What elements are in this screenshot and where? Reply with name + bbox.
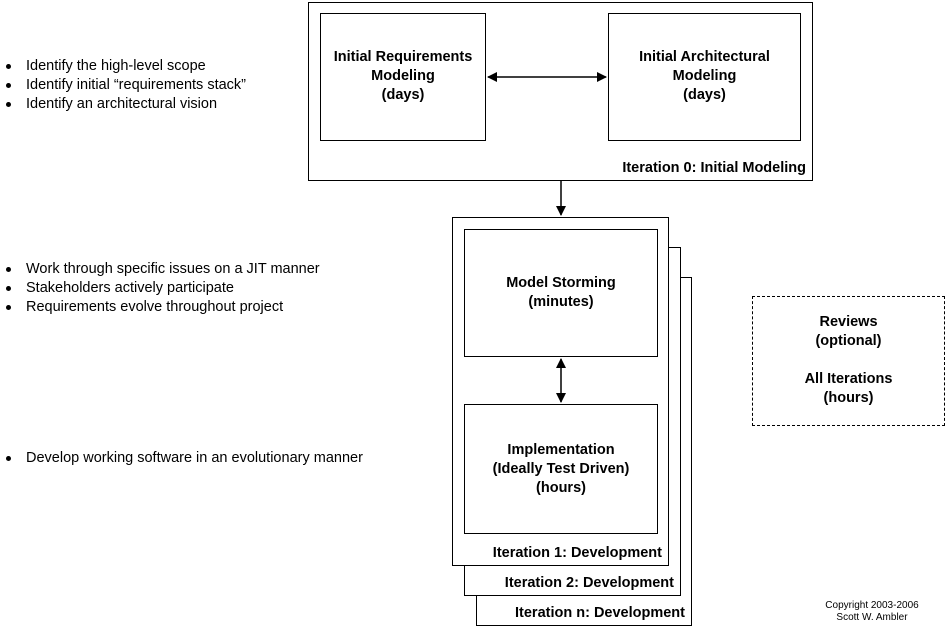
requirements-modeling-label: Initial Requirements Modeling (days) <box>333 49 473 103</box>
bullet-item: Stakeholders actively participate <box>6 279 320 298</box>
bullet-item: Identify initial “requirements stack” <box>6 76 246 95</box>
bullet-item: Work through specific issues on a JIT ma… <box>6 260 320 279</box>
iteration1-caption: Iteration 1: Development <box>492 545 662 561</box>
copyright-note: Copyright 2003-2006 Scott W. Ambler <box>825 600 919 623</box>
implementation-box: Implementation (Ideally Test Driven) (ho… <box>464 404 658 534</box>
bullet-item: Requirements evolve throughout project <box>6 298 320 317</box>
model-storming-box: Model Storming (minutes) <box>464 229 658 357</box>
iteration0-caption: Iteration 0: Initial Modeling <box>622 160 806 176</box>
bullets-implementation: Develop working software in an evolution… <box>6 449 363 468</box>
bullet-item: Identify an architectural vision <box>6 95 246 114</box>
iteration-n-caption: Iteration n: Development <box>515 605 685 621</box>
reviews-label: Reviews (optional) All Iterations (hours… <box>804 314 893 406</box>
iteration2-caption: Iteration 2: Development <box>504 575 674 591</box>
bullet-item: Identify the high-level scope <box>6 57 246 76</box>
architectural-modeling-label: Initial Architectural Modeling (days) <box>639 49 770 103</box>
bullet-item: Develop working software in an evolution… <box>6 449 363 468</box>
model-storming-label: Model Storming (minutes) <box>506 275 616 310</box>
architectural-modeling-box: Initial Architectural Modeling (days) <box>608 13 801 141</box>
reviews-box: Reviews (optional) All Iterations (hours… <box>752 296 945 426</box>
implementation-label: Implementation (Ideally Test Driven) (ho… <box>492 442 630 496</box>
requirements-modeling-box: Initial Requirements Modeling (days) <box>320 13 486 141</box>
bullets-iteration0: Identify the high-level scope Identify i… <box>6 57 246 114</box>
bullets-model-storming: Work through specific issues on a JIT ma… <box>6 260 320 317</box>
